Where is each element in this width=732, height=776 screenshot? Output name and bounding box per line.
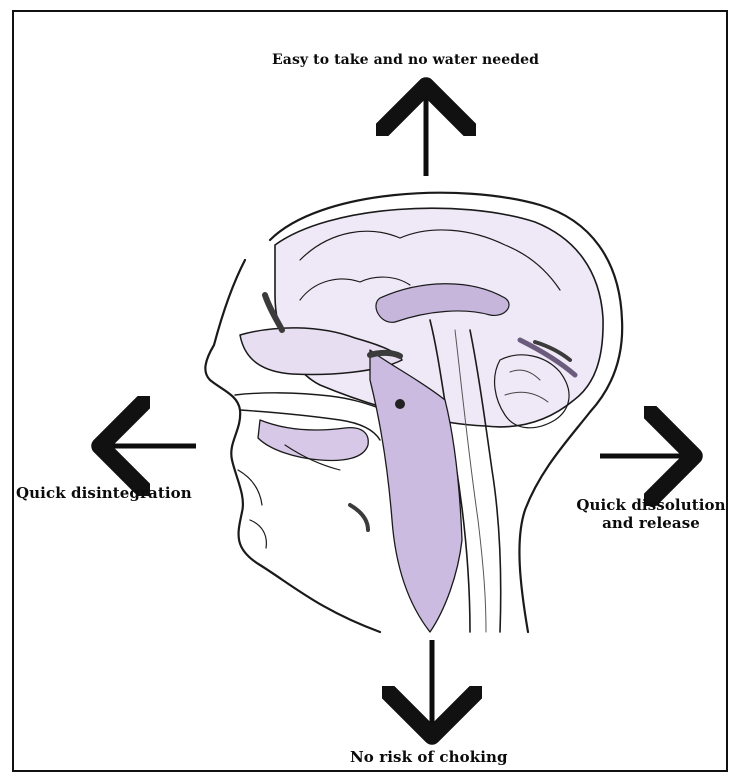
- label-right-line-2: and release: [576, 514, 726, 532]
- head-cross-section-icon: [205, 193, 622, 632]
- label-bottom: No risk of choking: [350, 748, 508, 766]
- label-left: Quick disintegration: [16, 484, 192, 502]
- label-right-line-1: Quick dissolution: [576, 496, 726, 514]
- label-top: Easy to take and no water needed: [272, 52, 539, 69]
- label-right: Quick dissolution and release: [576, 496, 726, 532]
